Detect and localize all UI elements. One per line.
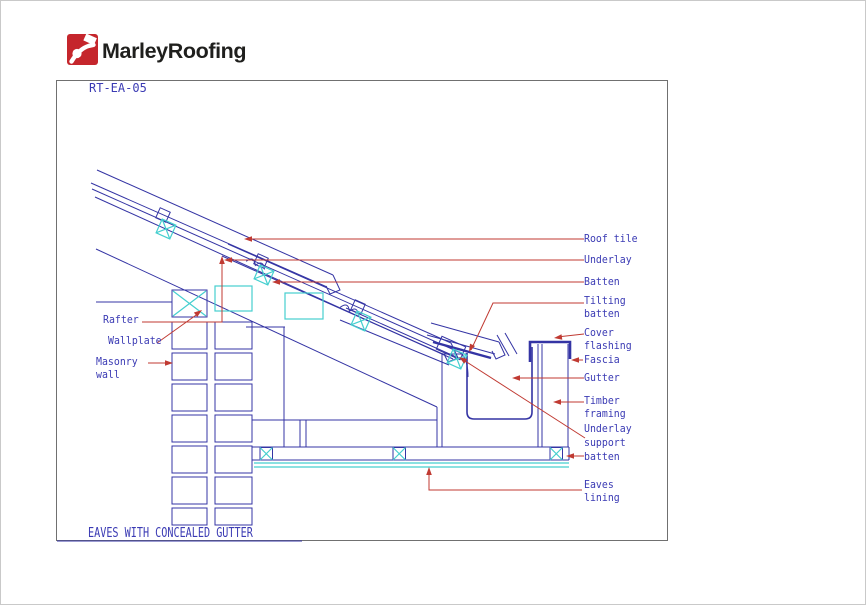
callout-batten: Batten [584, 275, 620, 288]
drawing-code: RT-EA-05 [89, 81, 147, 95]
callout-masonry-wall: Masonry wall [96, 355, 138, 381]
drawing-frame [56, 80, 668, 541]
logo-wordmark: MarleyRoofing [102, 39, 247, 63]
callout-roof-tile: Roof tile [584, 232, 638, 245]
callout-timber-framing: Timber framing [584, 394, 626, 420]
callout-underlay-support-batten: Underlay support batten [584, 422, 632, 463]
callout-eaves-lining: Eaves lining [584, 478, 620, 504]
callout-rafter: Rafter [103, 313, 139, 326]
callout-fascia: Fascia [584, 353, 620, 366]
callout-cover-flashing: Cover flashing [584, 326, 632, 352]
callout-gutter: Gutter [584, 371, 620, 384]
callout-wallplate: Wallplate [108, 334, 162, 347]
drawing-title: EAVES WITH CONCEALED GUTTER [88, 526, 253, 541]
marley-logo-icon [67, 34, 98, 65]
callout-underlay: Underlay [584, 253, 632, 266]
callout-tilting-batten: Tilting batten [584, 294, 626, 320]
